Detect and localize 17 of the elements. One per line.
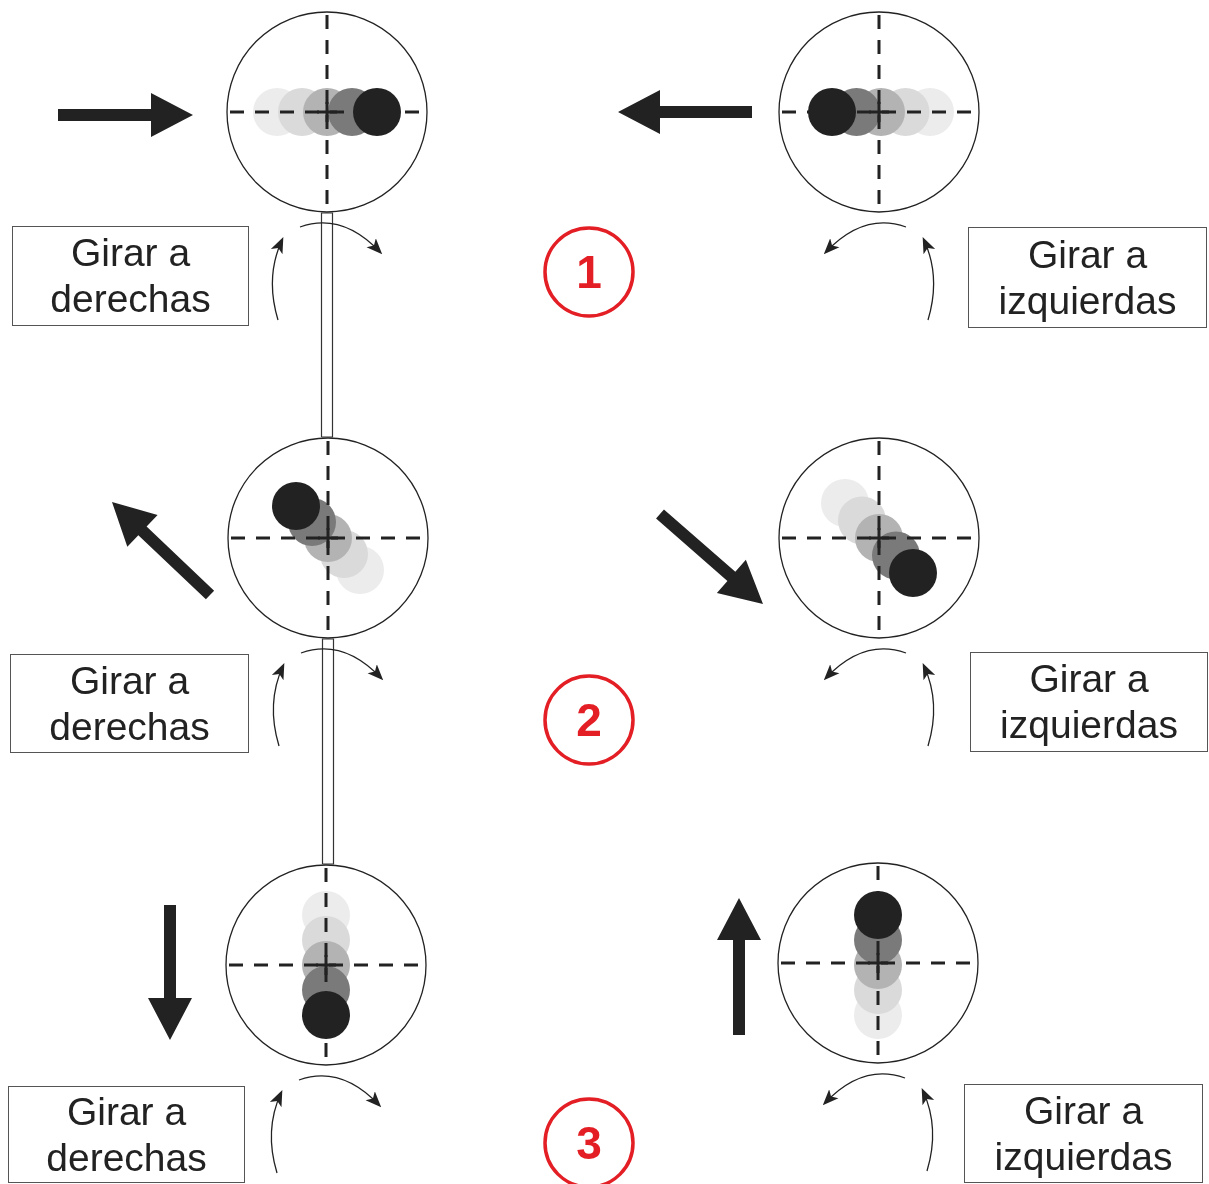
target-dial [226, 11, 428, 213]
step-number: 1 [543, 226, 635, 318]
target-dial [778, 11, 980, 213]
step-number: 3 [543, 1097, 635, 1184]
target-dial [225, 864, 427, 1066]
instruction-label: Girar a izquierdas [968, 227, 1207, 328]
target-dial [777, 862, 979, 1064]
connecting-rod [321, 638, 335, 865]
instruction-label: Girar a izquierdas [970, 652, 1208, 752]
step-number: 2 [543, 674, 635, 766]
target-dial [778, 437, 980, 639]
instruction-label: Girar a derechas [10, 654, 249, 753]
instruction-label: Girar a derechas [8, 1086, 245, 1183]
instruction-label: Girar a izquierdas [964, 1084, 1203, 1183]
instruction-label: Girar a derechas [12, 226, 249, 326]
connecting-rod [320, 212, 334, 438]
target-dial [227, 437, 429, 639]
